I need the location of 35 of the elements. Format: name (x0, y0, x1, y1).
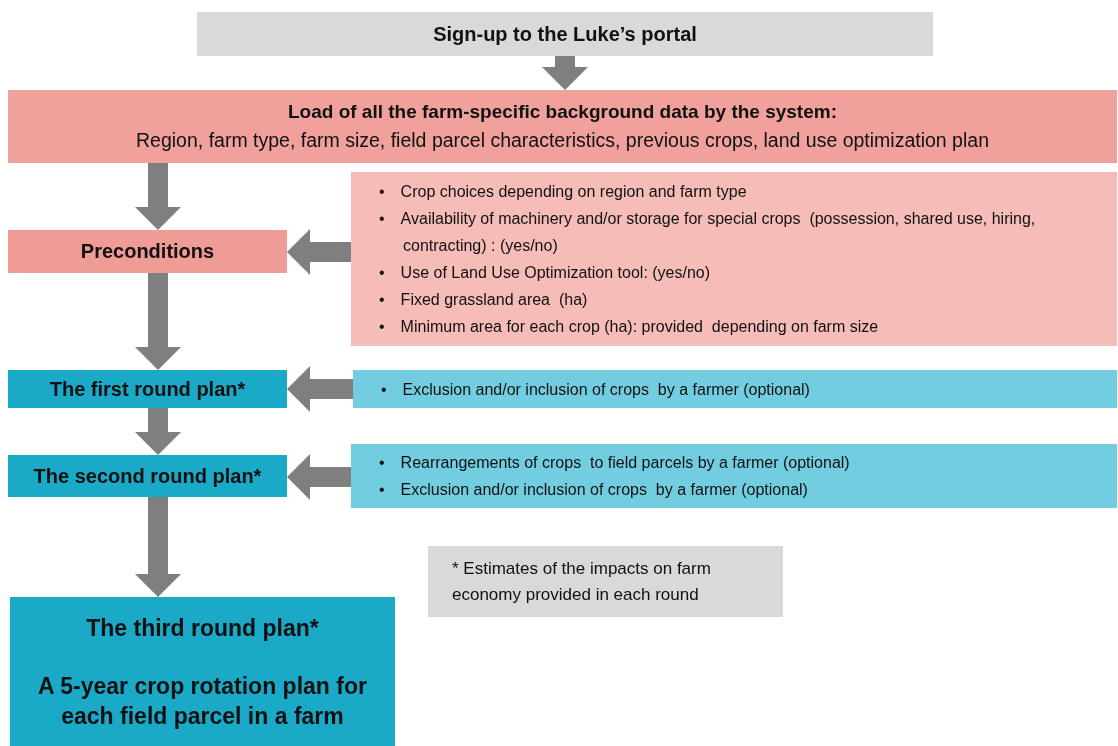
process-box (8, 370, 287, 408)
arrow (135, 273, 181, 370)
note-text: * Estimates of the impacts on farm economy provided in each round (451, 557, 712, 606)
box-title: The third round plan* (85, 613, 320, 643)
bullet-item: • Minimum area for each crop (ha): provided depending on farm size (379, 317, 880, 337)
box-title: The first round plan* (48, 377, 247, 401)
process-box (428, 546, 783, 617)
process-box (351, 172, 1117, 346)
arrow (287, 454, 351, 500)
bullet-item: • Fixed grassland area (ha) (379, 290, 589, 310)
bullet-item: • Use of Land Use Optimization tool: (yes/no) (379, 263, 712, 283)
bullet-item: • Exclusion and/or inclusion of crops by a farmer (optional) (381, 379, 811, 400)
bullet-item: • Crop choices depending on region and farm type (379, 182, 748, 202)
process-box (10, 597, 395, 746)
box-title: Load of all the farm-specific background data by the system: (287, 101, 838, 123)
process-box (8, 455, 287, 497)
process-box (197, 12, 933, 56)
box-title: The second round plan* (32, 464, 263, 488)
arrow (287, 229, 351, 275)
box-title: Preconditions (79, 240, 216, 263)
arrow (135, 163, 181, 230)
arrow (135, 408, 181, 455)
box-title: Sign-up to the Luke’s portal (432, 22, 698, 46)
bullet-item: • Exclusion and/or inclusion of crops by a farmer (optional) (379, 480, 809, 500)
bullet-item: • Rearrangements of crops to field parcels by a farmer (optional) (379, 453, 851, 473)
box-text: A 5-year crop rotation plan for each field parcel in a farm (37, 671, 368, 731)
arrow (135, 497, 181, 597)
process-box (8, 230, 287, 273)
arrow (287, 366, 353, 412)
bullet-item: • Availability of machinery and/or storage for special crops (possession, shared use, hiring, contracting) : (yes/no) (379, 209, 1037, 256)
process-box (8, 90, 1117, 163)
arrow (542, 56, 588, 90)
process-box (351, 444, 1117, 508)
process-box (353, 370, 1117, 408)
box-text: Region, farm type, farm size, field parcel characteristics, previous crops, land use optimization plan (135, 129, 990, 152)
